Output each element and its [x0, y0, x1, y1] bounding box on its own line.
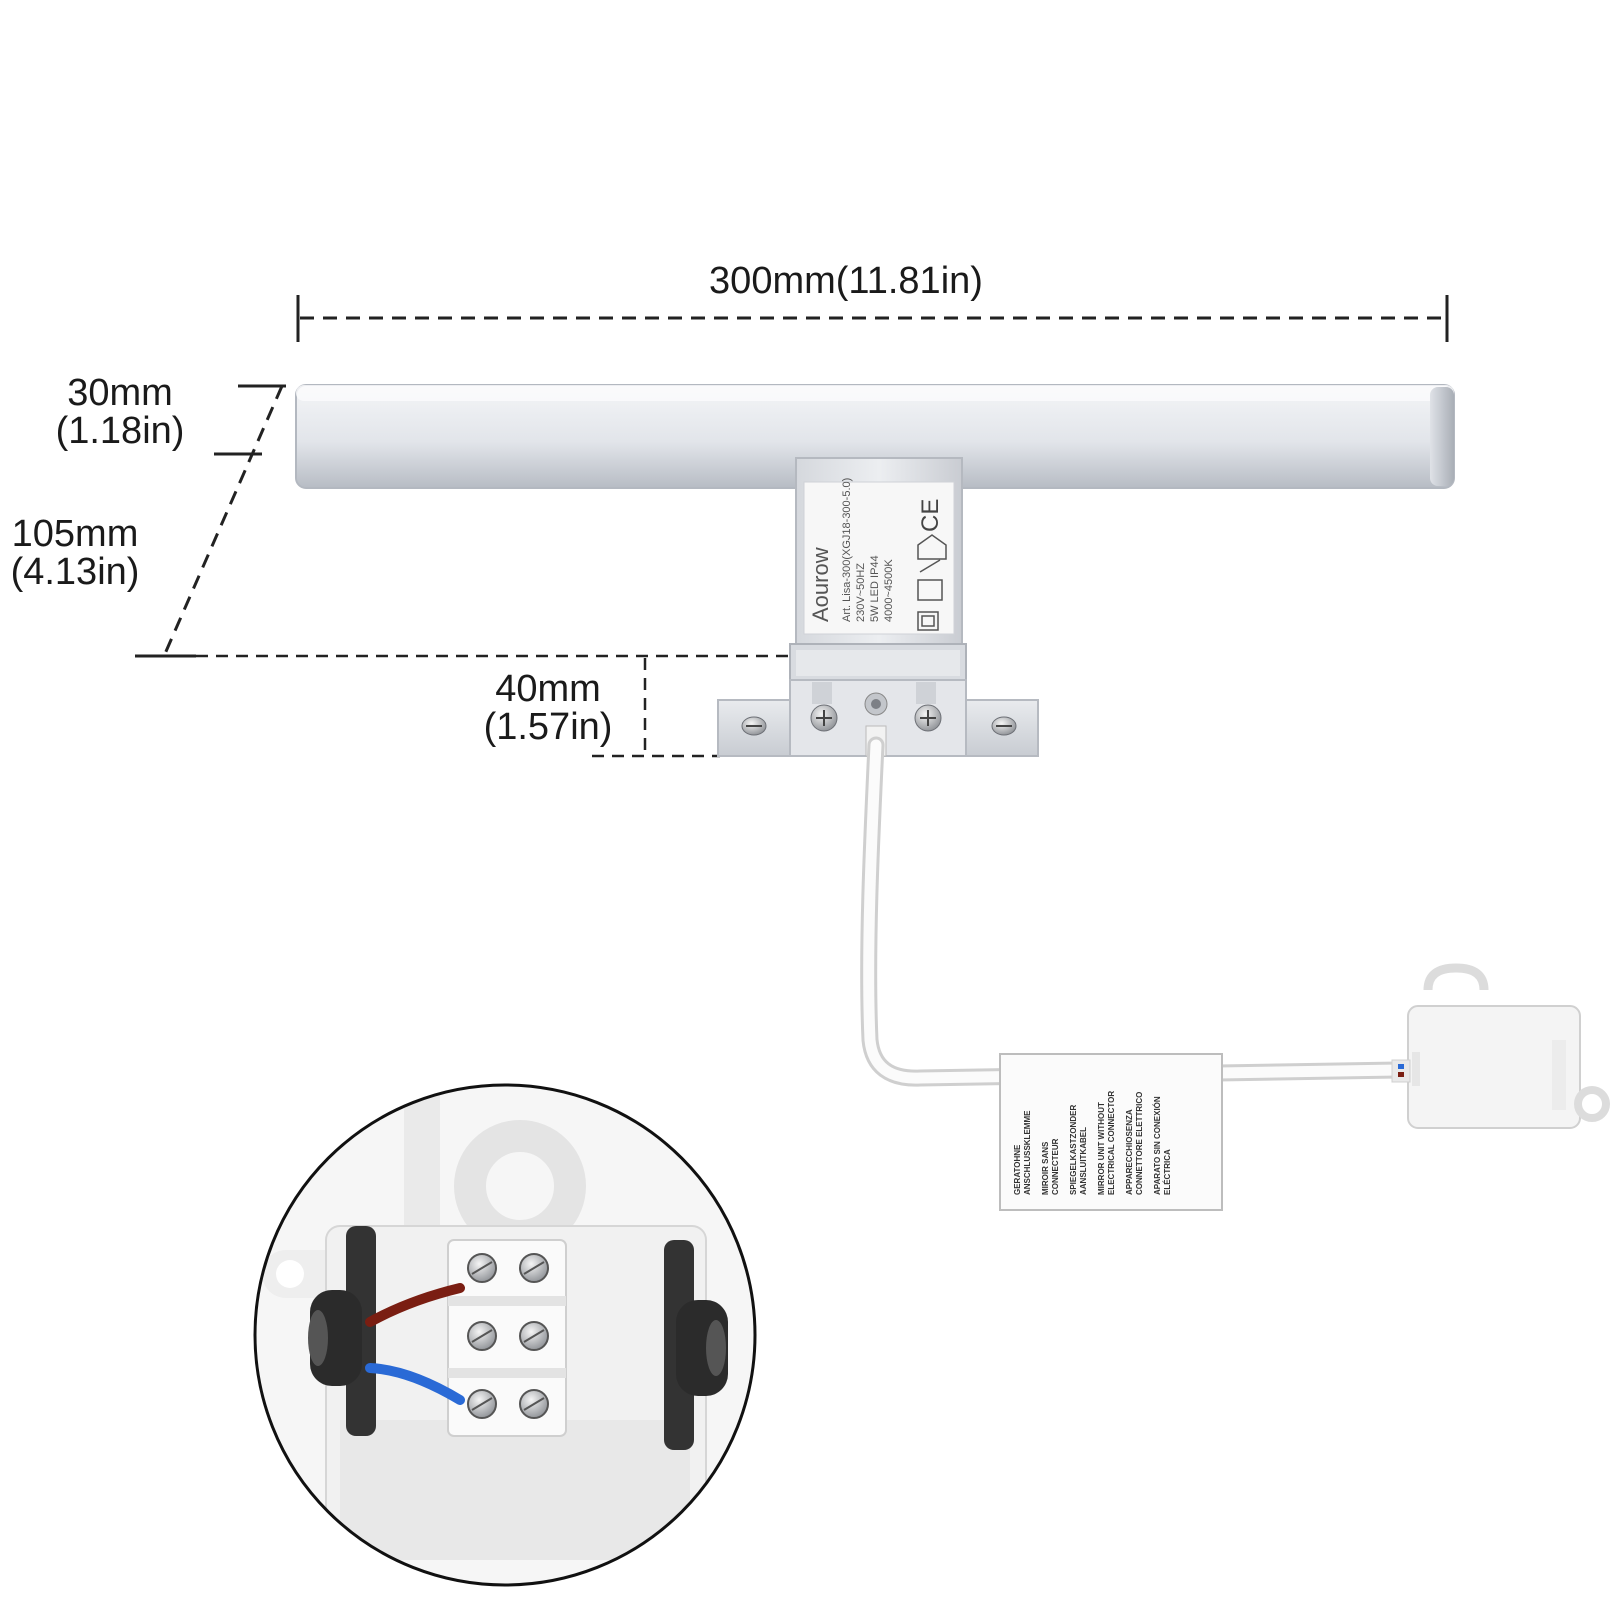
blue-wire — [365, 1363, 465, 1405]
zoom-detail — [253, 1083, 757, 1587]
label-line: 5W LED IP44 — [869, 555, 881, 622]
bar-height-dimension: 30mm (1.18in) — [40, 374, 200, 450]
tag-line: MIROIR SANS — [1041, 1141, 1050, 1195]
grommet-left-icon — [308, 1226, 376, 1436]
tag-line: CONNECTEUR — [1051, 1138, 1060, 1195]
junction-box — [1391, 963, 1610, 1129]
screw-icon — [741, 716, 767, 736]
label-line: 230V~50HZ — [855, 563, 867, 622]
terminal-screw-icon — [467, 1253, 549, 1419]
certification-icons — [917, 534, 947, 631]
tag-line: MIRROR UNIT WITHOUT — [1097, 1102, 1106, 1195]
dimension-lines — [135, 295, 1449, 758]
screw-icon — [991, 716, 1017, 736]
base-height-inch: (1.57in) — [483, 706, 613, 748]
tag-line: ELÉCTRICA — [1163, 1149, 1172, 1195]
driver-housing: Aourow Art. Lisa-300(XGJ18-300-5.0) 230V… — [795, 457, 963, 655]
tag-line: GERATOHNE — [1013, 1144, 1022, 1195]
product-label: Aourow Art. Lisa-300(XGJ18-300-5.0) 230V… — [808, 478, 895, 622]
lamp-bar — [295, 384, 1455, 489]
depth-dimension: 105mm (4.13in) — [0, 515, 150, 591]
depth-mm: 105mm — [11, 513, 139, 555]
label-line: Art. Lisa-300(XGJ18-300-5.0) — [841, 478, 853, 622]
brown-wire — [365, 1283, 465, 1327]
svg-text:CE: CE — [917, 499, 944, 532]
screw-icon — [914, 704, 942, 732]
length-inch: (11.81in) — [835, 260, 983, 302]
screw-icon — [810, 704, 838, 732]
sensor-icon — [864, 692, 888, 716]
tag-line: AANSLUITKABEL — [1079, 1127, 1088, 1195]
ce-mark-icon: CE — [917, 499, 944, 532]
length-dimension: 300mm(11.81in) — [696, 262, 996, 300]
length-mm: 300mm — [709, 260, 836, 302]
power-cable — [860, 736, 1409, 1087]
grommet-right-icon — [664, 1240, 728, 1450]
bar-height-mm: 30mm — [67, 372, 173, 414]
label-line: 4000~4500K — [883, 559, 895, 622]
bar-height-inch: (1.18in) — [55, 410, 185, 452]
tag-line: ANSCHLUSSKLEMME — [1023, 1110, 1032, 1195]
brand-text: Aourow — [808, 547, 833, 622]
base-height-mm: 40mm — [495, 668, 601, 710]
tag-line: SPIEGELKASTZONDER — [1069, 1105, 1078, 1195]
tag-line: CONNETTORE ELETTRICO — [1135, 1092, 1144, 1195]
tag-line: APARATO SIN CONEXIÓN — [1153, 1096, 1162, 1195]
warning-tag: GERATOHNE ANSCHLUSSKLEMME MIROIR SANS CO… — [999, 1053, 1223, 1211]
depth-inch: (4.13in) — [10, 551, 140, 593]
base-height-dimension: 40mm (1.57in) — [472, 670, 624, 746]
tag-line: ELECTRICAL CONNECTOR — [1107, 1091, 1116, 1195]
tag-line: APPARECCHIOSENZA — [1125, 1109, 1134, 1195]
